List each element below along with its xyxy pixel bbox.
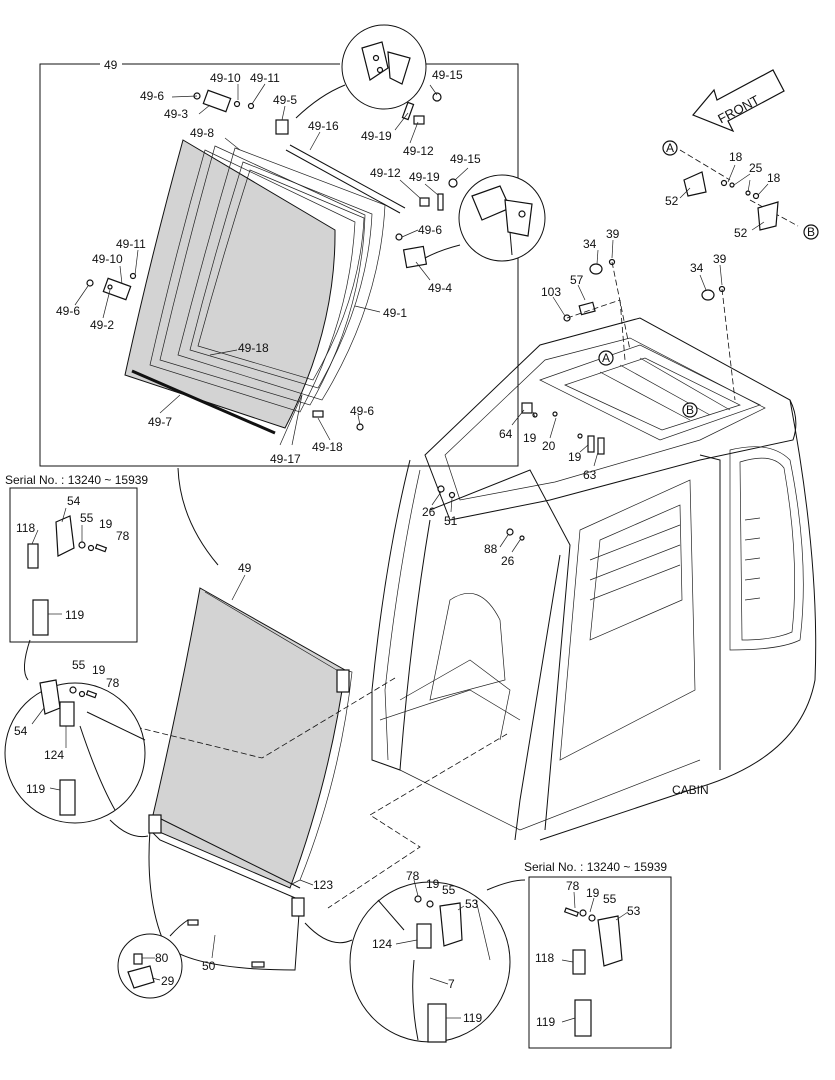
circle-b-roof: B: [686, 403, 694, 417]
label-49-19: 49-19: [361, 129, 392, 143]
label-26b: 26: [501, 554, 515, 568]
label-49-10: 49-10: [210, 71, 241, 85]
label-s1-19: 19: [99, 517, 113, 531]
label-80: 80: [155, 951, 169, 965]
label-49-12b: 49-12: [370, 166, 401, 180]
label-c2-19: 19: [426, 877, 440, 891]
label-49-6b: 49-6: [418, 223, 442, 237]
circle-labels: [598, 140, 819, 418]
label-51: 51: [444, 514, 458, 528]
label-103: 103: [541, 285, 561, 299]
cabin-label: CABIN: [672, 783, 709, 797]
label-49-6: 49-6: [140, 89, 164, 103]
label-s1-54: 54: [67, 494, 81, 508]
label-c2-78: 78: [406, 869, 420, 883]
label-26a: 26: [422, 505, 436, 519]
label-49-7: 49-7: [148, 415, 172, 429]
label-49-11: 49-11: [250, 71, 280, 85]
label-c2-119: 119: [463, 1011, 482, 1025]
label-39a: 39: [606, 227, 620, 241]
serial-number-right: Serial No. : 13240 ~ 15939: [524, 860, 667, 874]
label-c2-124: 124: [372, 937, 392, 951]
label-c1-78: 78: [106, 676, 120, 690]
label-49-5: 49-5: [273, 93, 297, 107]
detail-circle-lower-mid: [304, 879, 526, 1043]
label-s2-119: 119: [536, 1015, 555, 1029]
label-29: 29: [161, 974, 175, 988]
label-c1-55: 55: [72, 658, 86, 672]
label-c1-119: 119: [26, 782, 45, 796]
door-glass: [149, 587, 346, 889]
detail-circle-latch: [458, 174, 546, 262]
label-49-2: 49-2: [90, 318, 114, 332]
label-49-18: 49-18: [238, 341, 269, 355]
label-34a: 34: [583, 237, 597, 251]
part-number-labels: 49 49-6 49-10 49-11 49-3 49-5 49-15 49-1…: [5, 58, 815, 1029]
label-c1-124: 124: [44, 748, 64, 762]
label-49-1: 49-1: [383, 306, 407, 320]
leader-lines: [31, 83, 769, 1023]
detail-circle-lower-left: [4, 639, 149, 838]
label-52b: 52: [734, 226, 748, 240]
label-25: 25: [749, 161, 763, 175]
label-19a: 19: [523, 431, 537, 445]
label-49-box: 49: [104, 58, 118, 72]
label-49-8: 49-8: [190, 126, 214, 140]
label-49-15: 49-15: [432, 68, 463, 82]
label-s2-53: 53: [627, 904, 641, 918]
label-49-4: 49-4: [428, 281, 452, 295]
label-49-3: 49-3: [164, 107, 188, 121]
label-123: 123: [313, 878, 333, 892]
label-49-19b: 49-19: [409, 170, 440, 184]
label-s2-78: 78: [566, 879, 580, 893]
label-c1-54: 54: [14, 724, 28, 738]
label-39b: 39: [713, 252, 727, 266]
label-49-18b: 49-18: [312, 440, 343, 454]
label-c2-55: 55: [442, 883, 456, 897]
label-49-12: 49-12: [403, 144, 434, 158]
label-18a: 18: [729, 150, 743, 164]
detail-circle-handle: [117, 919, 189, 999]
label-s1-118: 118: [16, 521, 35, 535]
label-57: 57: [570, 273, 584, 287]
label-18b: 18: [767, 171, 781, 185]
label-49-17: 49-17: [270, 452, 301, 466]
label-49-6c: 49-6: [56, 304, 80, 318]
label-s2-55: 55: [603, 892, 617, 906]
circle-b-top: B: [807, 225, 815, 239]
label-19b: 19: [568, 450, 582, 464]
label-34b: 34: [690, 261, 704, 275]
label-s2-19: 19: [586, 886, 600, 900]
label-88: 88: [484, 542, 498, 556]
label-50: 50: [202, 959, 216, 973]
door-assembly: [139, 587, 508, 971]
label-49-door: 49: [238, 561, 252, 575]
label-63: 63: [583, 468, 597, 482]
label-49-6d: 49-6: [350, 404, 374, 418]
label-s1-55: 55: [80, 511, 94, 525]
window-assembly-box: [39, 24, 546, 467]
cabin-body: [371, 258, 817, 841]
serial-number-left: Serial No. : 13240 ~ 15939: [5, 473, 148, 487]
label-49-16: 49-16: [308, 119, 339, 133]
label-s1-119: 119: [65, 608, 84, 622]
circle-a-top: A: [666, 141, 674, 155]
label-49-11b: 49-11: [116, 237, 146, 251]
front-arrow: [692, 69, 785, 133]
label-c2-7: 7: [448, 977, 455, 991]
serial-detail-box-left: [9, 487, 138, 643]
circle-a-roof: A: [602, 351, 610, 365]
label-s1-78: 78: [116, 529, 130, 543]
label-49-15b: 49-15: [450, 152, 481, 166]
label-52a: 52: [665, 194, 679, 208]
label-c1-19: 19: [92, 663, 106, 677]
window-glass: [124, 139, 336, 429]
label-64: 64: [499, 427, 513, 441]
label-c2-53: 53: [465, 897, 479, 911]
leader-curve-window: [177, 467, 219, 566]
label-20: 20: [542, 439, 556, 453]
label-s2-118: 118: [535, 951, 554, 965]
label-49-10b: 49-10: [92, 252, 123, 266]
